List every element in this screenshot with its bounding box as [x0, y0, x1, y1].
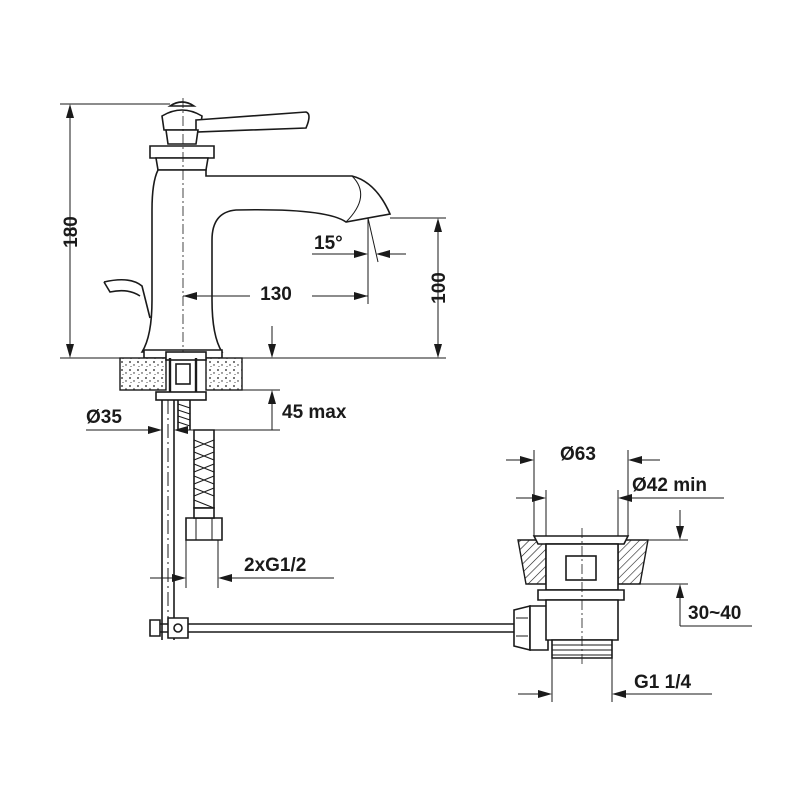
faucet [103, 98, 392, 362]
waste-flange [532, 535, 630, 545]
supply-hoses [161, 400, 223, 640]
popup-rod [149, 604, 549, 652]
label-waste-thread: G1 1/4 [634, 672, 691, 693]
handle-collar [165, 129, 199, 145]
dimension-labels: 180 130 15° 100 Ø35 45 max 2xG1/2 Ø63 Ø4… [61, 216, 741, 693]
label-spout-height: 100 [429, 272, 450, 304]
deck-left [119, 357, 167, 391]
label-spout-reach: 130 [260, 284, 292, 305]
popup-lever [103, 278, 151, 319]
dimensions [60, 103, 752, 702]
label-spout-angle: 15° [314, 233, 343, 254]
label-waste-flange: Ø63 [560, 444, 596, 465]
label-waste-hole: Ø42 min [632, 475, 707, 496]
label-connections: 2xG1/2 [244, 555, 306, 576]
label-height-total: 180 [61, 216, 82, 248]
basin-right [617, 539, 649, 585]
handle-lever [195, 111, 310, 133]
deck-right [205, 357, 243, 391]
faucet-body [140, 169, 392, 353]
hose-nut [185, 517, 223, 541]
deck [119, 351, 243, 430]
label-deck-thickness: 45 max [282, 402, 347, 423]
basin-left [517, 539, 547, 585]
handle-knob [167, 101, 197, 107]
body-collar [149, 145, 215, 159]
label-waste-deck: 30~40 [688, 603, 741, 624]
label-hole-diameter: Ø35 [86, 407, 122, 428]
waste-assembly [517, 528, 649, 666]
